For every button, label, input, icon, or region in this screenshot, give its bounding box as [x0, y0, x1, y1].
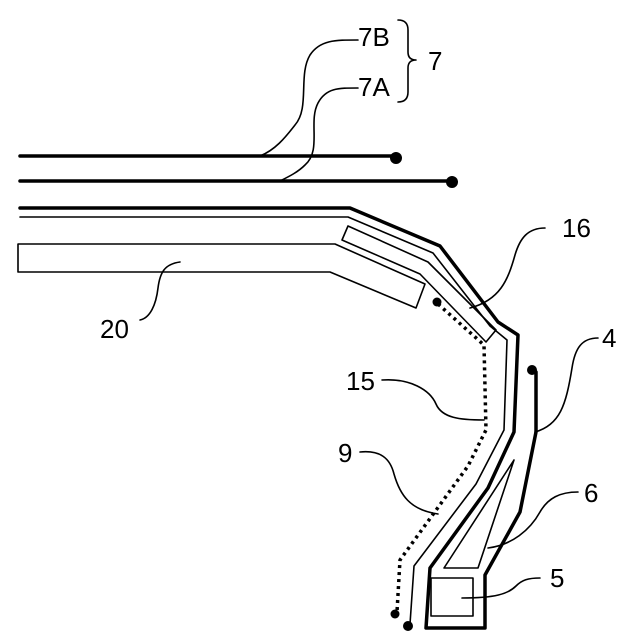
label-7b: 7B	[358, 22, 390, 52]
label-15: 15	[346, 366, 375, 396]
leader-7a	[280, 88, 358, 181]
layer-7b	[20, 152, 402, 164]
layer-7a	[20, 176, 458, 188]
leader-20	[140, 262, 180, 320]
label-7a: 7A	[358, 72, 390, 102]
element-15-dotted	[397, 304, 486, 612]
inner-shell-bottom-endpoint	[403, 621, 413, 631]
label-5: 5	[550, 563, 564, 593]
leader-6	[488, 492, 578, 548]
layer-7a-endpoint	[446, 176, 458, 188]
element-6-wedge	[444, 460, 514, 568]
label-9: 9	[338, 438, 352, 468]
element-15-top-dot	[433, 298, 442, 307]
element-16-strip	[342, 226, 496, 342]
brace-7	[398, 20, 416, 102]
leader-9	[360, 452, 438, 514]
leader-4	[535, 338, 598, 432]
leader-7b	[260, 40, 358, 156]
element-15-bottom-dot	[391, 610, 400, 619]
layer-7b-endpoint	[390, 152, 402, 164]
outer-shell-top-endpoint	[527, 365, 537, 375]
leader-16	[470, 228, 545, 308]
element-5-box	[431, 578, 473, 616]
element-20-bar	[18, 244, 425, 308]
label-16: 16	[562, 213, 591, 243]
label-7: 7	[428, 46, 442, 76]
label-6: 6	[584, 478, 598, 508]
label-4: 4	[602, 323, 616, 353]
leader-15	[382, 380, 484, 420]
label-20: 20	[100, 314, 129, 344]
